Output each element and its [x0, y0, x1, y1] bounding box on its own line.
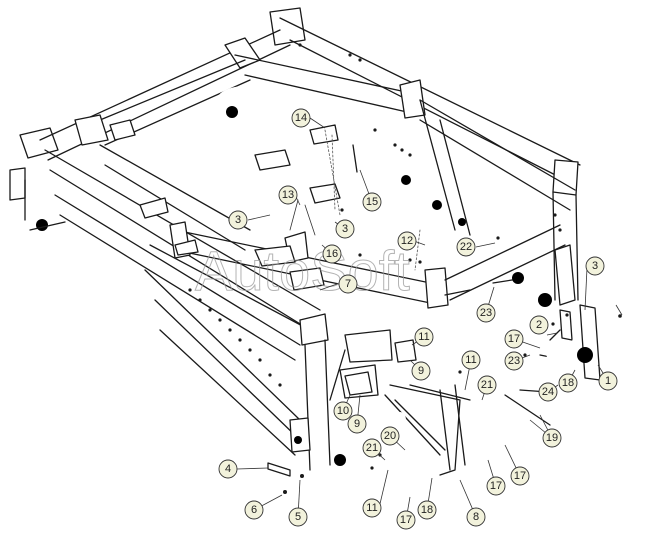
callout-11-a: 11 — [414, 327, 434, 347]
callout-21-b: 21 — [362, 438, 382, 458]
callout-22: 22 — [456, 237, 476, 257]
callout-19: 19 — [542, 428, 562, 448]
svg-text:16: 16 — [326, 248, 338, 260]
svg-text:11: 11 — [418, 331, 429, 343]
callout-15: 15 — [362, 192, 382, 212]
callout-1: 1 — [598, 371, 618, 391]
svg-text:13: 13 — [282, 189, 294, 201]
callout-16: 16 — [322, 244, 342, 264]
svg-text:3: 3 — [592, 260, 598, 272]
callout-4: 4 — [218, 459, 238, 479]
callout-13: 13 — [278, 185, 298, 205]
callout-17-a: 17 — [504, 329, 524, 349]
callout-3-c: 3 — [585, 256, 605, 276]
svg-text:6: 6 — [251, 504, 257, 516]
callout-11-b: 11 — [461, 350, 481, 370]
svg-text:17: 17 — [514, 470, 526, 482]
svg-text:11: 11 — [366, 502, 377, 514]
callout-11-c: 11 — [362, 498, 382, 518]
svg-text:21: 21 — [366, 442, 378, 454]
svg-text:9: 9 — [354, 418, 360, 430]
svg-text:8: 8 — [473, 511, 479, 523]
svg-text:4: 4 — [225, 463, 231, 475]
callout-17-d: 17 — [396, 510, 416, 530]
callout-3-b: 3 — [335, 219, 355, 239]
svg-text:3: 3 — [342, 223, 348, 235]
autosoft-watermark: AutoSoft — [195, 239, 410, 302]
svg-text:19: 19 — [546, 432, 558, 444]
svg-text:14: 14 — [295, 112, 307, 124]
callout-17-c: 17 — [486, 476, 506, 496]
svg-text:20: 20 — [384, 430, 396, 442]
callout-12: 12 — [397, 231, 417, 251]
callout-23-b: 23 — [504, 351, 524, 371]
callout-14: 14 — [291, 108, 311, 128]
callout-10: 10 — [333, 401, 353, 421]
svg-text:11: 11 — [465, 354, 476, 366]
callout-8: 8 — [466, 507, 486, 527]
svg-text:23: 23 — [480, 307, 492, 319]
svg-text:3: 3 — [235, 214, 241, 226]
svg-text:17: 17 — [490, 480, 502, 492]
svg-text:21: 21 — [481, 379, 493, 391]
svg-text:9: 9 — [418, 365, 424, 377]
callout-5: 5 — [288, 507, 308, 527]
callout-6: 6 — [244, 500, 264, 520]
callout-24: 24 — [538, 382, 558, 402]
svg-text:2: 2 — [536, 319, 542, 331]
callout-23-a: 23 — [476, 303, 496, 323]
callout-9-a: 9 — [411, 361, 431, 381]
svg-text:18: 18 — [562, 377, 574, 389]
svg-text:12: 12 — [401, 235, 413, 247]
callout-17-b: 17 — [510, 466, 530, 486]
svg-text:24: 24 — [542, 386, 554, 398]
svg-text:1: 1 — [605, 375, 611, 387]
callout-7: 7 — [338, 274, 358, 294]
callout-2: 2 — [529, 315, 549, 335]
svg-text:22: 22 — [460, 241, 472, 253]
svg-text:10: 10 — [337, 405, 349, 417]
callout-18-a: 18 — [558, 373, 578, 393]
svg-text:7: 7 — [345, 278, 351, 290]
svg-text:18: 18 — [421, 504, 433, 516]
svg-text:17: 17 — [508, 333, 520, 345]
callout-21-a: 21 — [477, 375, 497, 395]
callout-18-b: 18 — [417, 500, 437, 520]
svg-text:23: 23 — [508, 355, 520, 367]
svg-text:15: 15 — [366, 196, 378, 208]
callout-9-b: 9 — [347, 414, 367, 434]
callout-20: 20 — [380, 426, 400, 446]
svg-text:5: 5 — [295, 511, 301, 523]
callout-3-a: 3 — [228, 210, 248, 230]
frame-assembly-drawing — [9, 7, 622, 497]
svg-text:17: 17 — [400, 514, 412, 526]
